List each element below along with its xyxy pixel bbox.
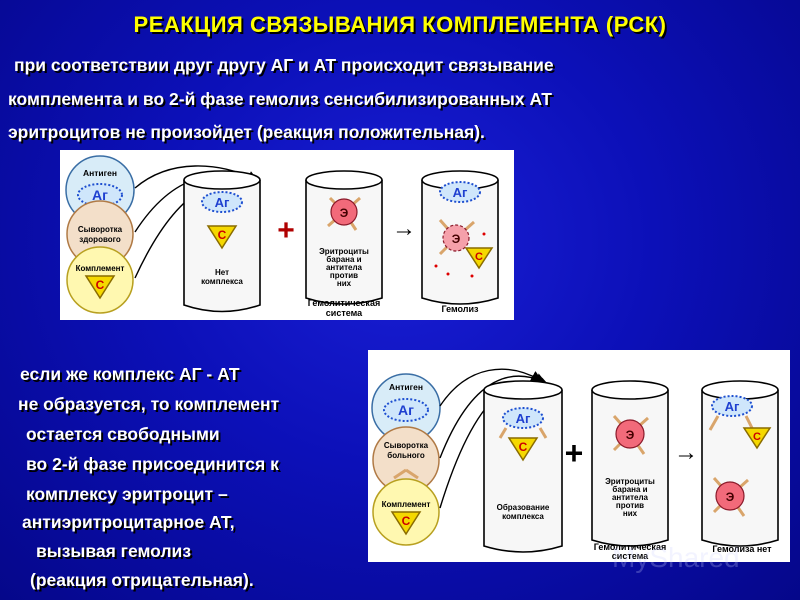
antigen-circle-label: Антиген [83, 168, 117, 178]
tube-no-hemolysis: Аг С Э [701, 380, 779, 547]
svg-text:Эритроциты: Эритроциты [319, 247, 369, 256]
svg-text:Аг: Аг [516, 411, 531, 426]
arrow-sign: → [392, 215, 416, 242]
svg-text:против: против [330, 271, 358, 280]
svg-text:Аг: Аг [398, 402, 414, 418]
caption-no-hemolysis: Гемолиза нет [712, 544, 772, 554]
svg-text:Аг: Аг [215, 195, 230, 210]
antigen-symbol: Аг [92, 187, 108, 203]
svg-text:Э: Э [626, 428, 635, 442]
complement-circle-label: Комплемент [76, 264, 125, 273]
caption-hemolytic-2: система [326, 308, 363, 318]
caption-hemolytic-2: система [612, 551, 649, 561]
svg-text:Сыворотка: Сыворотка [384, 441, 429, 450]
bottom-text-line-3: остается свободными [26, 424, 220, 444]
bottom-diagram: Антиген Аг Сыворотка больного Комплемент… [368, 350, 790, 562]
svg-text:Э: Э [452, 232, 461, 246]
serum-label-2: здорового [79, 235, 121, 244]
bottom-text-line-2: не образуется, то комплемент [18, 394, 280, 414]
svg-text:С: С [753, 431, 761, 443]
caption-hemolytic-1: Гемолитическая [308, 298, 380, 308]
svg-text:Э: Э [726, 490, 735, 504]
caption-hemolysis: Гемолиз [441, 304, 479, 314]
top-text-line-2: комплемента и во 2-й фазе гемолиз сенсиб… [8, 89, 552, 109]
svg-text:Э: Э [340, 206, 349, 220]
svg-text:Аг: Аг [725, 399, 740, 414]
bottom-text-line-4: во 2-й фазе присоединится к [26, 454, 279, 474]
top-diagram: Антиген Аг Сыворотка здорового Комплемен… [60, 150, 514, 320]
tube-hemolysis: Аг Э С [421, 170, 499, 305]
slide-title: РЕАКЦИЯ СВЯЗЫВАНИЯ КОМПЛЕМЕНТА (РСК) [133, 12, 667, 37]
complement-symbol: С [96, 278, 105, 292]
svg-text:больного: больного [387, 451, 425, 460]
complement-circle: Комплемент С [372, 478, 440, 546]
svg-text:них: них [337, 279, 352, 288]
svg-text:Эритроциты: Эритроциты [605, 477, 655, 486]
plus-sign: + [277, 214, 295, 247]
svg-text:антитела: антитела [612, 493, 649, 502]
complement-circle: Комплемент С [66, 246, 134, 314]
svg-text:Образование: Образование [497, 503, 550, 512]
bottom-text-line-1: если же комплекс АГ - АТ [20, 364, 240, 384]
svg-text:барана и: барана и [612, 485, 647, 494]
watermark-logo: MyShared [612, 542, 740, 573]
svg-text:них: них [623, 509, 638, 518]
svg-text:С: С [218, 228, 227, 242]
tube-hemolytic-system: Э Эритроциты барана и антитела против ни… [305, 170, 383, 305]
svg-text:Аг: Аг [453, 185, 468, 200]
tube-hemolytic-system: Э Эритроциты барана и антитела против ни… [591, 380, 669, 547]
svg-text:С: С [519, 440, 528, 454]
svg-text:Антиген: Антиген [389, 382, 423, 392]
bottom-text-line-8: (реакция отрицательная). [30, 570, 254, 590]
top-text-line-1: при соответствии друг другу АГ и АТ прои… [14, 55, 554, 75]
caption-hemolytic-1: Гемолитическая [594, 542, 666, 552]
svg-text:С: С [475, 251, 483, 263]
serum-label-1: Сыворотка [78, 225, 123, 234]
plus-sign: + [565, 435, 584, 471]
antigen-circle: Антиген Аг [371, 373, 441, 443]
svg-text:против: против [616, 501, 644, 510]
bottom-text-line-6: антиэритроцитарное АТ, [22, 512, 235, 532]
svg-text:комплекса: комплекса [201, 277, 243, 286]
arrow-sign: → [674, 439, 698, 466]
tube-complex-formation: Аг С Образование комплекса [483, 380, 563, 553]
svg-text:С: С [402, 514, 411, 528]
bottom-text-line-7: вызывая гемолиз [36, 541, 192, 561]
svg-text:Комплемент: Комплемент [382, 500, 431, 509]
svg-text:барана и: барана и [326, 255, 361, 264]
svg-text:антитела: антитела [326, 263, 363, 272]
bottom-text-line-5: комплексу эритроцит – [26, 484, 228, 504]
svg-text:Нет: Нет [215, 268, 229, 277]
svg-text:комплекса: комплекса [502, 512, 544, 521]
top-text-line-3: эритроцитов не произойдет (реакция полож… [8, 122, 485, 142]
tube-no-complex: Аг С Нет комплекса [183, 170, 261, 313]
erythrocyte [330, 198, 358, 226]
